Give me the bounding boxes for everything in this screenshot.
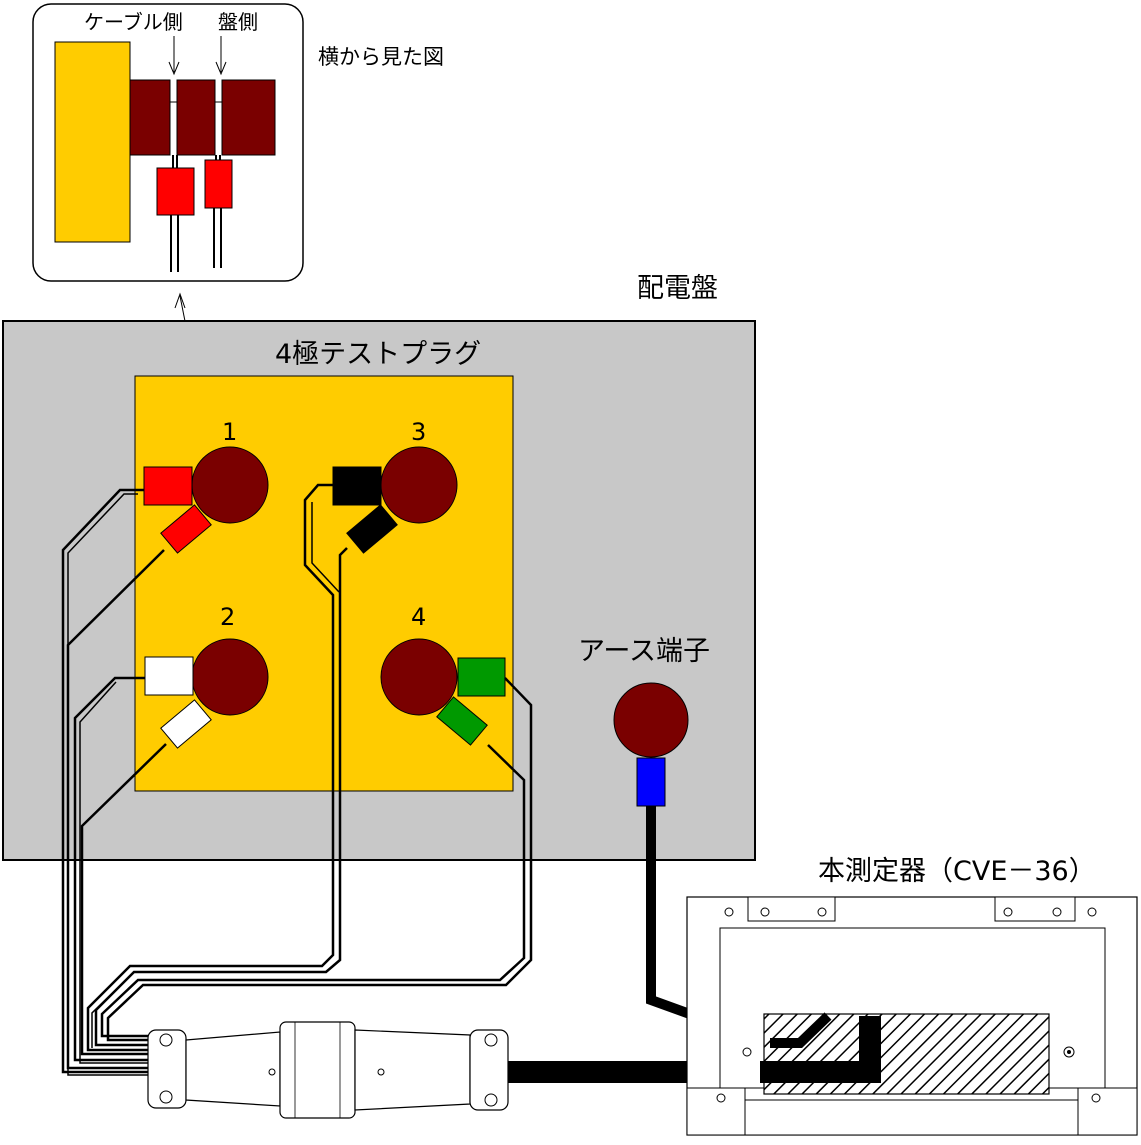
terminal-1-cable-plug — [143, 466, 193, 506]
terminal-3 — [380, 446, 458, 524]
terminal-2-panel-plug — [160, 699, 212, 749]
terminal-3-panel-plug — [346, 504, 398, 554]
side-view-block-1 — [129, 79, 171, 156]
terminal-4-cable-plug — [457, 657, 506, 697]
terminal-2-cable-plug — [144, 656, 194, 696]
side-view-block-3 — [221, 79, 276, 156]
terminal-1-panel-plug — [160, 504, 212, 554]
side-view-plug-body — [54, 41, 131, 243]
terminal-4-panel-plug — [436, 696, 488, 746]
test-leads — [61, 483, 533, 1074]
terminal-2-label: 2 — [220, 603, 235, 631]
terminal-4 — [380, 638, 458, 716]
side-view-block-2 — [176, 79, 216, 156]
instrument-label: 本測定器（CVE－36） — [818, 856, 1096, 887]
side-view-red-plug-panel — [204, 159, 233, 209]
terminal-1-label: 1 — [222, 418, 237, 446]
side-view-title: 横から見た図 — [318, 45, 444, 69]
cable-side-label: ケーブル側 — [84, 10, 183, 34]
earth-plug — [636, 757, 666, 807]
terminal-3-cable-plug — [332, 466, 382, 506]
multipin-connector — [147, 1021, 509, 1119]
earth-terminal — [613, 682, 689, 758]
terminal-1 — [191, 446, 269, 524]
switchboard-label: 配電盤 — [637, 273, 718, 304]
side-view-red-plug-cable — [156, 167, 195, 216]
panel-side-label: 盤側 — [218, 10, 258, 34]
terminal-4-label: 4 — [411, 603, 426, 631]
earth-terminal-label: アース端子 — [578, 636, 710, 667]
instrument-cve36 — [686, 896, 1138, 1136]
test-plug-label: 4極テストプラグ — [275, 339, 481, 370]
terminal-2 — [191, 638, 269, 716]
terminal-3-label: 3 — [411, 418, 426, 446]
side-view-inset: ケーブル側 盤側 — [32, 3, 304, 282]
